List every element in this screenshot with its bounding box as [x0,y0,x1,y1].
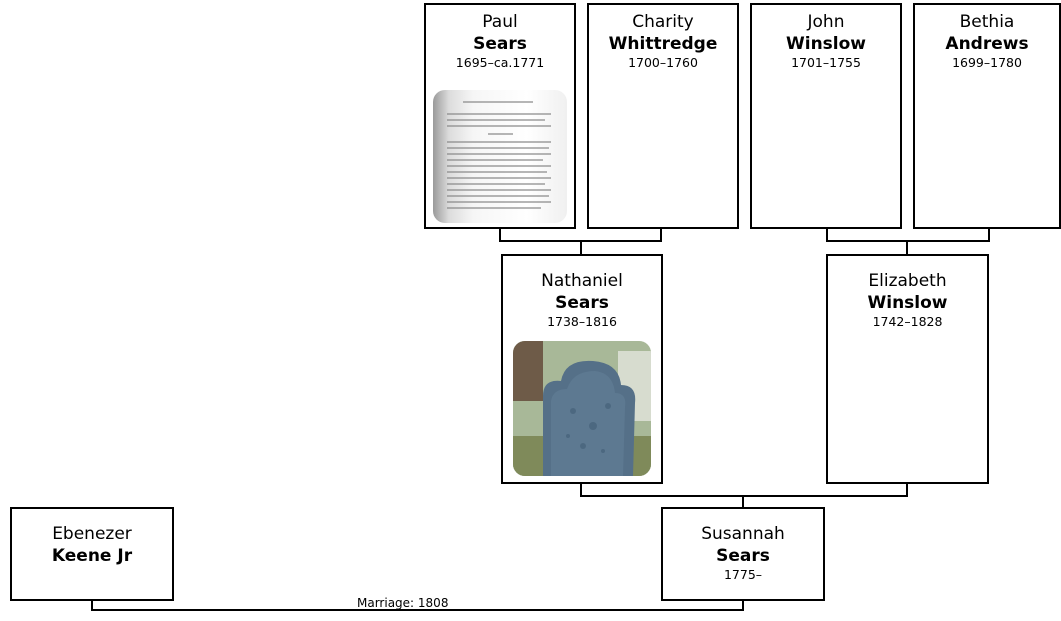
document-photo[interactable] [433,90,567,223]
surname: Sears [716,546,770,566]
surname: Andrews [945,34,1029,54]
life-dates: 1695–ca.1771 [455,55,545,70]
given-name: Nathaniel [541,271,623,291]
person-card-ebenezer-keene[interactable]: Ebenezer Keene Jr [10,507,174,601]
connector-line [826,228,828,241]
connector-line [580,240,582,255]
surname: Whittredge [608,34,718,54]
connector-line [660,228,662,241]
person-card-bethia-andrews[interactable]: Bethia Andrews 1699–1780 [913,3,1061,229]
given-name: John [807,12,845,32]
connector-line [742,495,744,508]
life-dates: 1775– [723,567,763,582]
given-name: Charity [632,12,694,32]
given-name: Ebenezer [52,524,132,544]
connector-line [91,600,93,610]
life-dates: 1700–1760 [628,55,698,70]
given-name: Susannah [701,524,785,544]
document-text-lines [447,101,551,209]
marriage-line [91,609,744,611]
person-card-john-winslow[interactable]: John Winslow 1701–1755 [750,3,902,229]
person-card-charity-whittredge[interactable]: Charity Whittredge 1700–1760 [587,3,739,229]
connector-line [826,240,990,242]
marriage-label: Marriage: 1808 [357,596,449,610]
surname: Keene Jr [51,546,133,566]
life-dates: 1699–1780 [952,55,1022,70]
connector-line [499,228,501,241]
person-card-paul-sears[interactable]: Paul Sears 1695–ca.1771 [424,3,576,229]
person-card-susannah-sears[interactable]: Susannah Sears 1775– [661,507,825,601]
life-dates: 1701–1755 [791,55,861,70]
surname: Sears [473,34,527,54]
given-name: Bethia [959,12,1015,32]
connector-line [906,240,908,255]
life-dates: 1738–1816 [547,314,617,329]
connector-line [988,228,990,241]
life-dates: 1742–1828 [872,314,943,329]
person-card-nathaniel-sears[interactable]: Nathaniel Sears 1738–1816 [501,254,663,484]
gravestone-illustration [513,341,651,476]
given-name: Paul [482,12,518,32]
surname: Winslow [785,34,866,54]
connector-line [742,600,744,610]
surname: Sears [555,293,609,313]
gravestone-photo[interactable] [513,341,651,476]
connector-line [580,483,582,496]
connector-line [906,483,908,496]
connector-line [580,495,908,497]
given-name: Elizabeth [868,271,947,291]
person-card-elizabeth-winslow[interactable]: Elizabeth Winslow 1742–1828 [826,254,989,484]
surname: Winslow [867,293,948,313]
